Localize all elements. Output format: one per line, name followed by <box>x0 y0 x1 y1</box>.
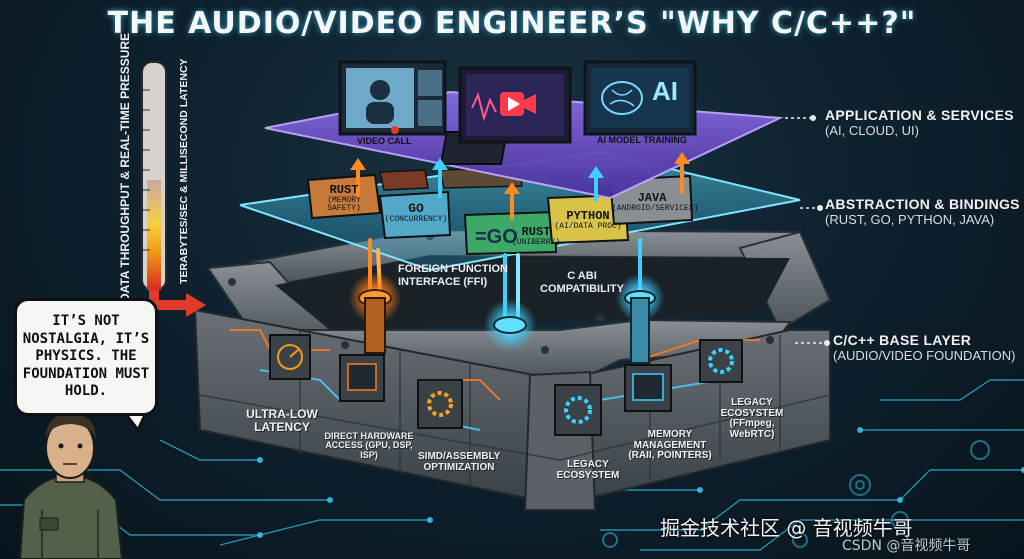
block-java: JAVA(ANDROID/SERVICES) <box>612 192 692 213</box>
gauge-label-main: DATA THROUGHPUT & REAL-TIME PRESSURE <box>118 33 132 302</box>
speech-bubble: IT’S NOT NOSTALGIA, IT’S PHYSICS. THE FO… <box>14 298 158 416</box>
layer-caption-base: C/C++ BASE LAYER (AUDIO/VIDEO FOUNDATION… <box>833 332 1015 363</box>
base-foundation <box>195 230 830 510</box>
layer-caption-application: APPLICATION & SERVICES (AI, CLOUD, UI) <box>825 107 1014 138</box>
gauge-label-sub: TERABYTES/SEC & MILLISECOND LATENCY <box>178 58 190 284</box>
watermark-csdn: CSDN @音视频牛哥 <box>842 535 970 555</box>
ffi-label: FOREIGN FUNCTION INTERFACE (FFI) <box>398 263 508 289</box>
page-title: THE AUDIO/VIDEO ENGINEER’S "WHY C/C++?" <box>0 6 1024 41</box>
panel-label-ai-training: AI MODEL TRAINING <box>597 135 687 145</box>
stone-ultra-low-latency: ULTRA-LOW LATENCY <box>244 408 320 433</box>
engineer-avatar <box>20 414 122 559</box>
stone-simd-assembly: SIMD/ASSEMBLY OPTIMIZATION <box>418 452 500 473</box>
stone-memory-management: MEMORY MANAGEMENT (RAII, POINTERS) <box>628 430 712 462</box>
block-python: PYTHON(AI/DATA PROC) <box>550 210 626 231</box>
abi-label: C ABI COMPATIBILITY <box>532 270 632 296</box>
block-go: GO(CONCURRENCY) <box>382 202 450 224</box>
layer-subtitle-abstraction: (RUST, GO, PYTHON, JAVA) <box>825 212 1020 227</box>
layer-caption-abstraction: ABSTRACTION & BINDINGS (RUST, GO, PYTHON… <box>825 196 1020 227</box>
layer-title-base: C/C++ BASE LAYER <box>833 332 1015 348</box>
panel-label-video-call: VIDEO CALL <box>357 136 412 146</box>
pressure-gauge <box>142 62 206 317</box>
stone-legacy-ecosystem: LEGACY ECOSYSTEM <box>556 460 620 481</box>
stone-legacy-ecosystem-ffmpeg: LEGACY ECOSYSTEM (FFmpeg, WebRTC) <box>708 398 796 440</box>
layer-subtitle-application: (AI, CLOUD, UI) <box>825 123 1014 138</box>
layer-title-abstraction: ABSTRACTION & BINDINGS <box>825 196 1020 212</box>
layer-subtitle-base: (AUDIO/VIDEO FOUNDATION) <box>833 348 1015 363</box>
layer-title-application: APPLICATION & SERVICES <box>825 107 1014 123</box>
block-rust-memory: RUST(MEMORY SAFETY) <box>310 184 378 213</box>
stone-direct-hardware-access: DIRECT HARDWARE ACCESS (GPU, DSP, ISP) <box>320 432 418 460</box>
ai-screen-text: AI <box>652 76 678 107</box>
